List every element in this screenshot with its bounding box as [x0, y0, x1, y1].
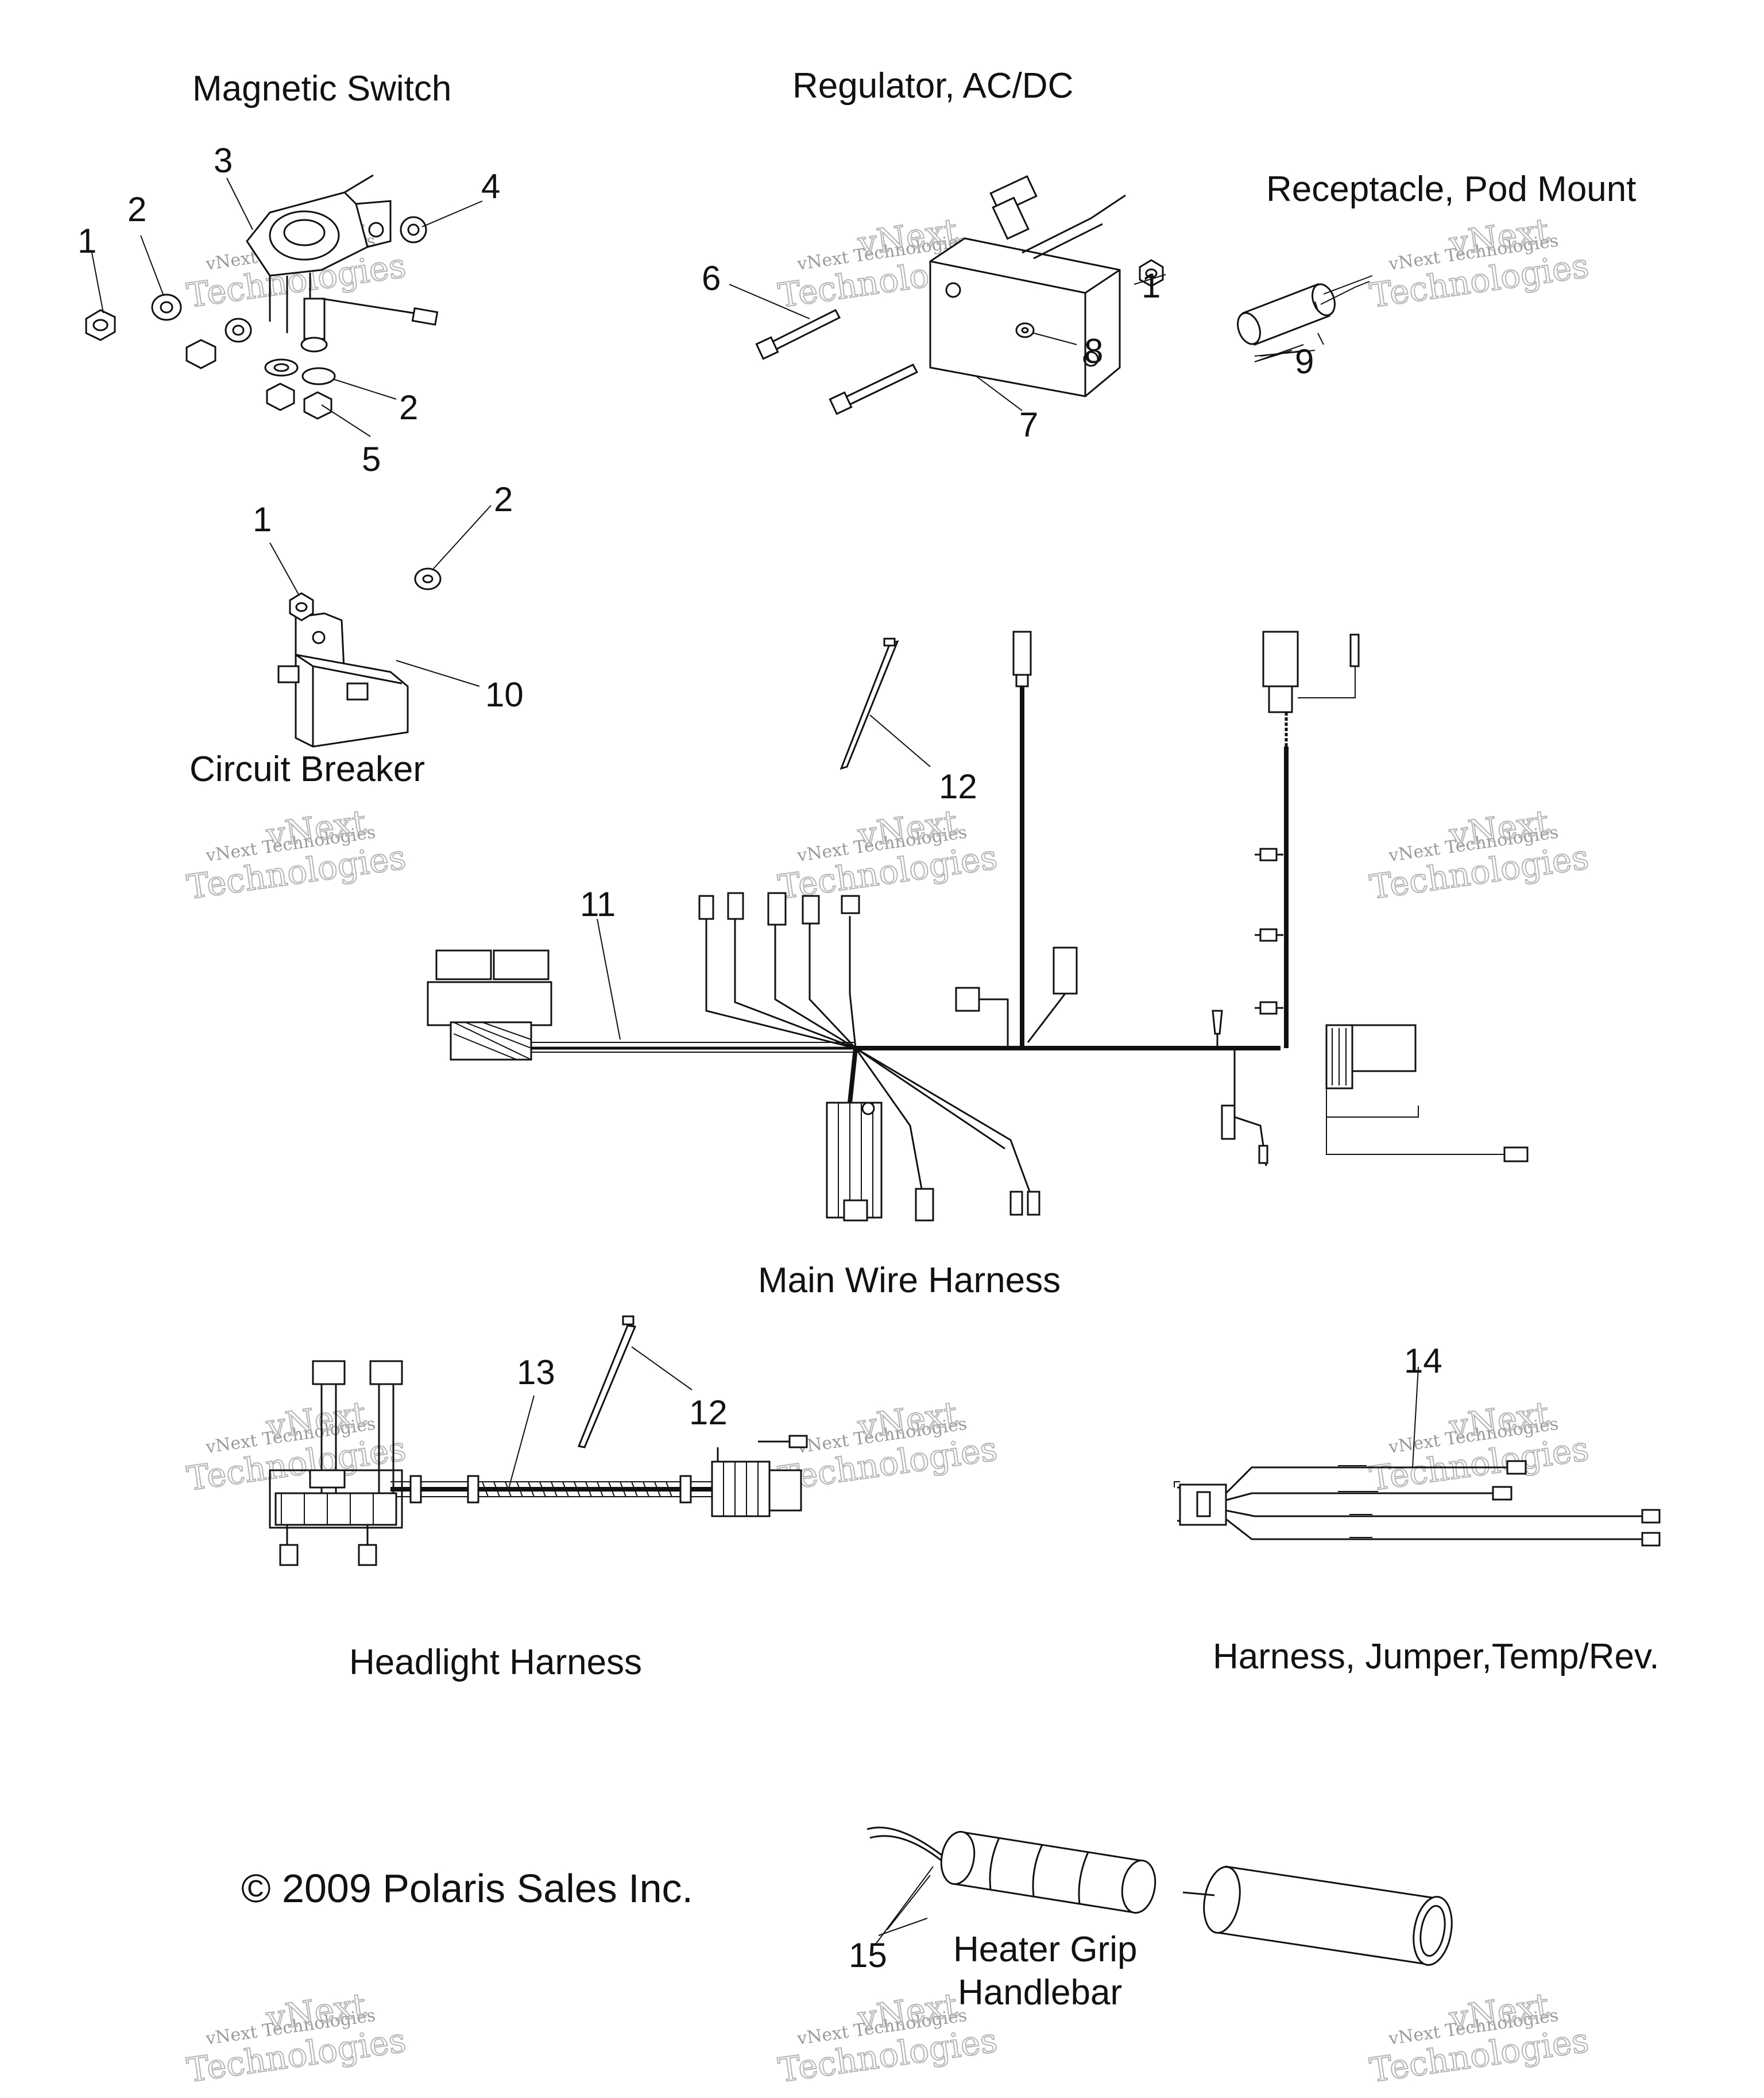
magnetic-switch-group: Magnetic Switch	[78, 69, 500, 478]
callout-leader	[1254, 350, 1316, 357]
callout-reg-8: 8	[1084, 332, 1103, 370]
heater-grip-drawing	[866, 1826, 1453, 1966]
callout-reg-7: 7	[1019, 405, 1038, 444]
jumper-harness-drawing	[1174, 1366, 1661, 1547]
circuit-breaker-title: Circuit Breaker	[189, 749, 425, 789]
nut-icon	[85, 309, 116, 341]
receptacle-title: Receptacle, Pod Mount	[1266, 169, 1637, 209]
callout-ms-2b: 2	[399, 388, 418, 427]
heater-grip-group: Heater Grip Handlebar 15	[849, 1826, 1453, 2012]
main-harness-drawing	[427, 631, 1529, 1222]
watermark-3: vNext Technologies vNext Technologies	[1367, 210, 1592, 316]
callout-ms-2a: 2	[127, 190, 146, 229]
nut-icon	[1139, 259, 1164, 287]
nut-icon	[289, 592, 314, 621]
callout-head-12: 12	[689, 1393, 728, 1432]
watermark-7: vNext Technologies vNext Technologies	[184, 1393, 409, 1499]
watermark-6: vNext Technologies vNext Technologies	[1367, 802, 1592, 907]
headlight-harness-drawing	[269, 1315, 808, 1566]
heater-grip-title-line1: Heater Grip	[953, 1930, 1137, 1969]
jumper-harness-group: Harness, Jumper,Temp/Rev. 14	[1174, 1342, 1661, 1676]
callout-cb-2: 2	[494, 480, 513, 519]
watermark-10: vNext Technologies vNext Technologies	[184, 1985, 409, 2091]
regulator-drawing	[729, 175, 1166, 415]
callout-ms-4: 4	[481, 167, 500, 206]
callout-ms-1: 1	[78, 222, 96, 260]
callout-jump-14: 14	[1404, 1342, 1442, 1380]
callout-main-12: 12	[939, 767, 977, 806]
copyright-text: © 2009 Polaris Sales Inc.	[241, 1866, 693, 1911]
callout-main-11: 11	[580, 885, 616, 924]
headlight-harness-title: Headlight Harness	[349, 1643, 642, 1682]
heater-grip-title-line2: Handlebar	[958, 1973, 1122, 2012]
watermark-9: vNext Technologies vNext Technologies	[1367, 1393, 1592, 1499]
circuit-breaker-group: Circuit Breaker 1 2 10	[189, 480, 524, 789]
watermark-4: vNext Technologies vNext Technologies	[184, 802, 409, 907]
callout-grip-15: 15	[849, 1936, 887, 1975]
main-wire-harness-group: Main Wire Harness	[427, 631, 1529, 1300]
callout-reg-1: 1	[1142, 266, 1160, 305]
star-washer-icon	[400, 216, 427, 244]
callout-ms-5: 5	[362, 440, 381, 478]
callout-cb-10: 10	[485, 675, 524, 714]
magnetic-switch-title: Magnetic Switch	[192, 69, 451, 109]
washer-icon	[151, 293, 182, 321]
regulator-group: Regulator, AC/DC 6 1 8 7	[702, 66, 1166, 444]
callout-reg-6: 6	[702, 259, 721, 297]
receptacle-group: Receptacle, Pod Mount 9	[1237, 169, 1637, 381]
headlight-harness-group: Headlight Harness	[269, 1315, 808, 1682]
callout-rec-9: 9	[1295, 342, 1314, 381]
callout-cb-1: 1	[253, 500, 272, 539]
watermarks: vNext Technologies vNext Technologies vN…	[184, 210, 1592, 2091]
callout-ms-3: 3	[214, 141, 233, 180]
washer-icon	[414, 567, 442, 590]
receptacle-drawing	[1237, 275, 1373, 362]
watermark-12: vNext Technologies vNext Technologies	[1367, 1985, 1592, 2091]
washer-icon	[1015, 322, 1035, 338]
magnetic-switch-drawing	[85, 174, 483, 437]
jumper-harness-title: Harness, Jumper,Temp/Rev.	[1213, 1637, 1659, 1676]
watermark-5: vNext Technologies vNext Technologies	[775, 802, 1000, 907]
callout-head-13: 13	[517, 1353, 555, 1392]
regulator-title: Regulator, AC/DC	[792, 66, 1073, 106]
main-harness-title: Main Wire Harness	[758, 1261, 1061, 1300]
circuit-breaker-drawing	[269, 505, 492, 748]
